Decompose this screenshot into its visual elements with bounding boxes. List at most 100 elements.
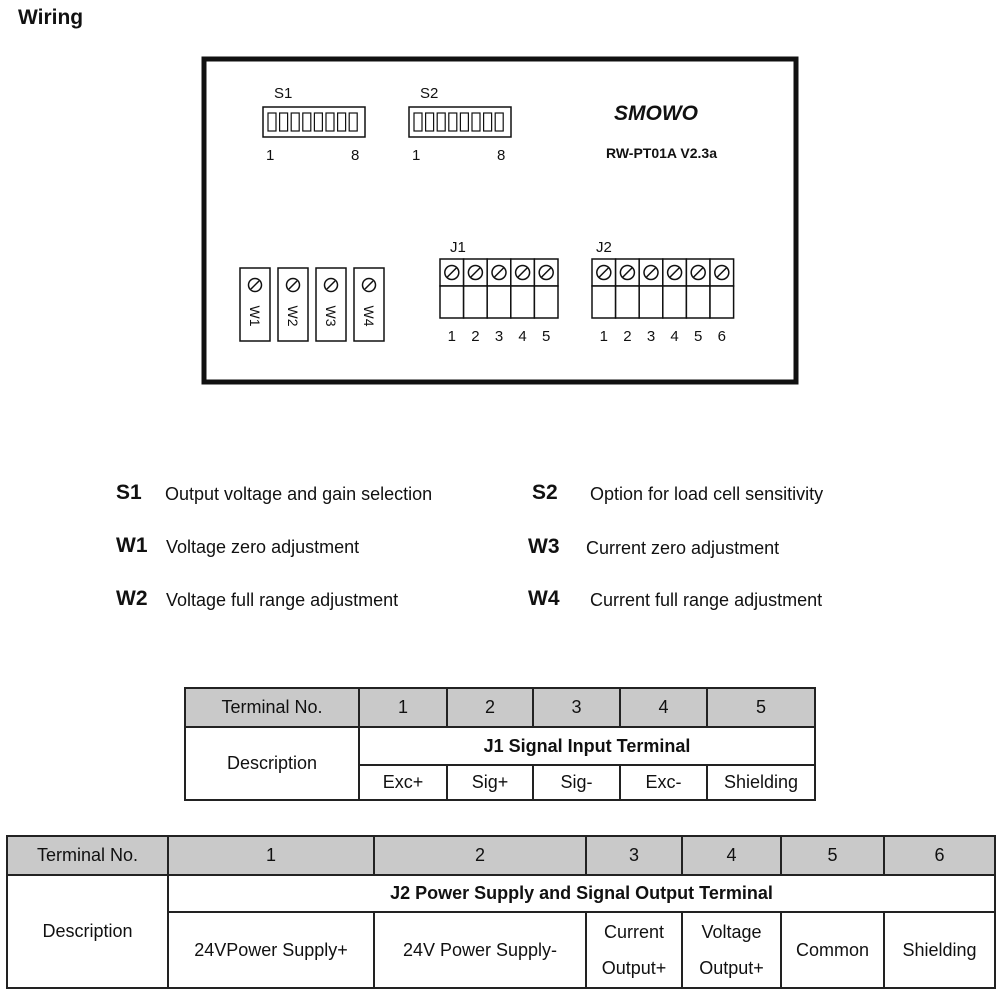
terminal-no-header: Terminal No. (184, 687, 360, 728)
s2-end-label: 8 (497, 147, 505, 164)
table-items-row: Exc+ Sig+ Sig- Exc- Shielding (185, 764, 816, 801)
potentiometer-w4: W4 (353, 267, 385, 342)
legend-code: S1 (116, 481, 142, 504)
terminal-pin-number: 3 (495, 328, 503, 345)
terminal-no-header: Terminal No. (6, 835, 169, 876)
terminal-desc: Voltage Output+ (681, 911, 782, 989)
terminal-number: 3 (532, 687, 621, 728)
dip-switch-key (267, 112, 277, 132)
terminal-desc: Common (780, 911, 885, 989)
dip-switch-key (413, 112, 423, 132)
table-items-row: 24VPower Supply+ 24V Power Supply- Curre… (7, 911, 996, 989)
description-label: Description (6, 874, 169, 989)
terminal-pin: 2 (614, 258, 640, 345)
board-outline (201, 56, 799, 385)
potentiometer-group: W1 W2 W3 W4 (239, 267, 385, 342)
dip-switch-key (290, 112, 300, 132)
dip-switch-key (448, 112, 458, 132)
terminal-pin: 1 (439, 258, 465, 345)
terminal-number: 1 (167, 835, 375, 876)
terminal-number: 4 (681, 835, 782, 876)
legend-desc: Option for load cell sensitivity (590, 484, 824, 504)
j2-label: J2 (596, 239, 612, 256)
terminal-desc: Sig+ (446, 764, 534, 801)
dip-switch-key (459, 112, 469, 132)
terminal-pin: 4 (510, 258, 536, 345)
terminal-desc: 24V Power Supply- (373, 911, 587, 989)
terminal-number: 1 (358, 687, 448, 728)
table-title-row: Description J1 Signal Input Terminal (184, 726, 816, 801)
s1-end-label: 8 (351, 147, 359, 164)
terminal-pin: 4 (662, 258, 688, 345)
table-title: J1 Signal Input Terminal (358, 726, 816, 766)
terminal-desc: Exc+ (358, 764, 448, 801)
potentiometer-label: W4 (361, 306, 377, 327)
legend-desc: Current zero adjustment (586, 538, 780, 558)
dip-switch-s1: S1 1 8 (262, 85, 366, 164)
dip-switch-key (425, 112, 435, 132)
j1-label: J1 (450, 239, 466, 256)
dip-switch-key (325, 112, 335, 132)
terminal-pin: 6 (709, 258, 735, 345)
terminal-number: 5 (706, 687, 816, 728)
dip-switch-key (494, 112, 504, 132)
terminal-desc: Shielding (883, 911, 996, 989)
terminal-pin: 1 (591, 258, 617, 345)
potentiometer-label: W3 (323, 306, 339, 327)
s2-start-label: 1 (412, 147, 420, 164)
terminal-pin-number: 2 (471, 328, 479, 345)
s2-label: S2 (420, 85, 438, 102)
dip-switch-key (302, 112, 312, 132)
legend-code: W1 (116, 534, 148, 557)
terminal-number: 2 (373, 835, 587, 876)
terminal-pin: 5 (685, 258, 711, 345)
brand-logo: SMOWO (614, 102, 698, 125)
legend-desc: Voltage full range adjustment (166, 590, 399, 610)
legend-desc: Voltage zero adjustment (166, 537, 360, 557)
legend-code: W4 (528, 587, 560, 610)
terminal-pin-number: 6 (718, 328, 726, 345)
dip-switch-key (337, 112, 347, 132)
potentiometer-w3: W3 (315, 267, 347, 342)
j2-terminal-table: Terminal No. 1 2 3 4 5 6 Description J2 … (6, 835, 996, 989)
table-header-row: Terminal No. 1 2 3 4 5 6 (6, 835, 996, 876)
table-title-row: Description J2 Power Supply and Signal O… (6, 874, 996, 989)
potentiometer-label: W2 (285, 306, 301, 327)
j1-terminal-table: Terminal No. 1 2 3 4 5 Description J1 Si… (184, 687, 816, 801)
terminal-pin: 3 (486, 258, 512, 345)
terminal-desc: Exc- (619, 764, 708, 801)
model-version: RW-PT01A V2.3a (606, 145, 717, 161)
terminal-number: 2 (446, 687, 534, 728)
terminal-pin-number: 1 (600, 328, 608, 345)
dip-switch-s2: S2 1 8 (408, 85, 512, 164)
s1-label: S1 (274, 85, 292, 102)
dip-switch-key (279, 112, 289, 132)
terminal-pin-number: 5 (694, 328, 702, 345)
table-title: J2 Power Supply and Signal Output Termin… (167, 874, 996, 913)
dip-switch-key (471, 112, 481, 132)
s1-start-label: 1 (266, 147, 274, 164)
terminal-number: 5 (780, 835, 885, 876)
terminal-pin: 3 (638, 258, 664, 345)
terminal-pin-number: 3 (647, 328, 655, 345)
terminal-pin-number: 1 (448, 328, 456, 345)
terminal-desc: Sig- (532, 764, 621, 801)
legend-code: W3 (528, 535, 560, 558)
potentiometer-w1: W1 (239, 267, 271, 342)
terminal-pin-number: 5 (542, 328, 550, 345)
terminal-pin: 2 (462, 258, 488, 345)
terminal-desc: 24VPower Supply+ (167, 911, 375, 989)
description-label: Description (184, 726, 360, 801)
terminal-desc: Current Output+ (585, 911, 683, 989)
dip-switch-key (483, 112, 493, 132)
legend-code: W2 (116, 587, 148, 610)
terminal-pin-number: 4 (518, 328, 526, 345)
legend-desc: Output voltage and gain selection (165, 484, 433, 504)
legend-desc: Current full range adjustment (590, 590, 823, 610)
table-header-row: Terminal No. 1 2 3 4 5 (184, 687, 816, 728)
terminal-pin: 5 (533, 258, 559, 345)
potentiometer-label: W1 (247, 306, 263, 327)
